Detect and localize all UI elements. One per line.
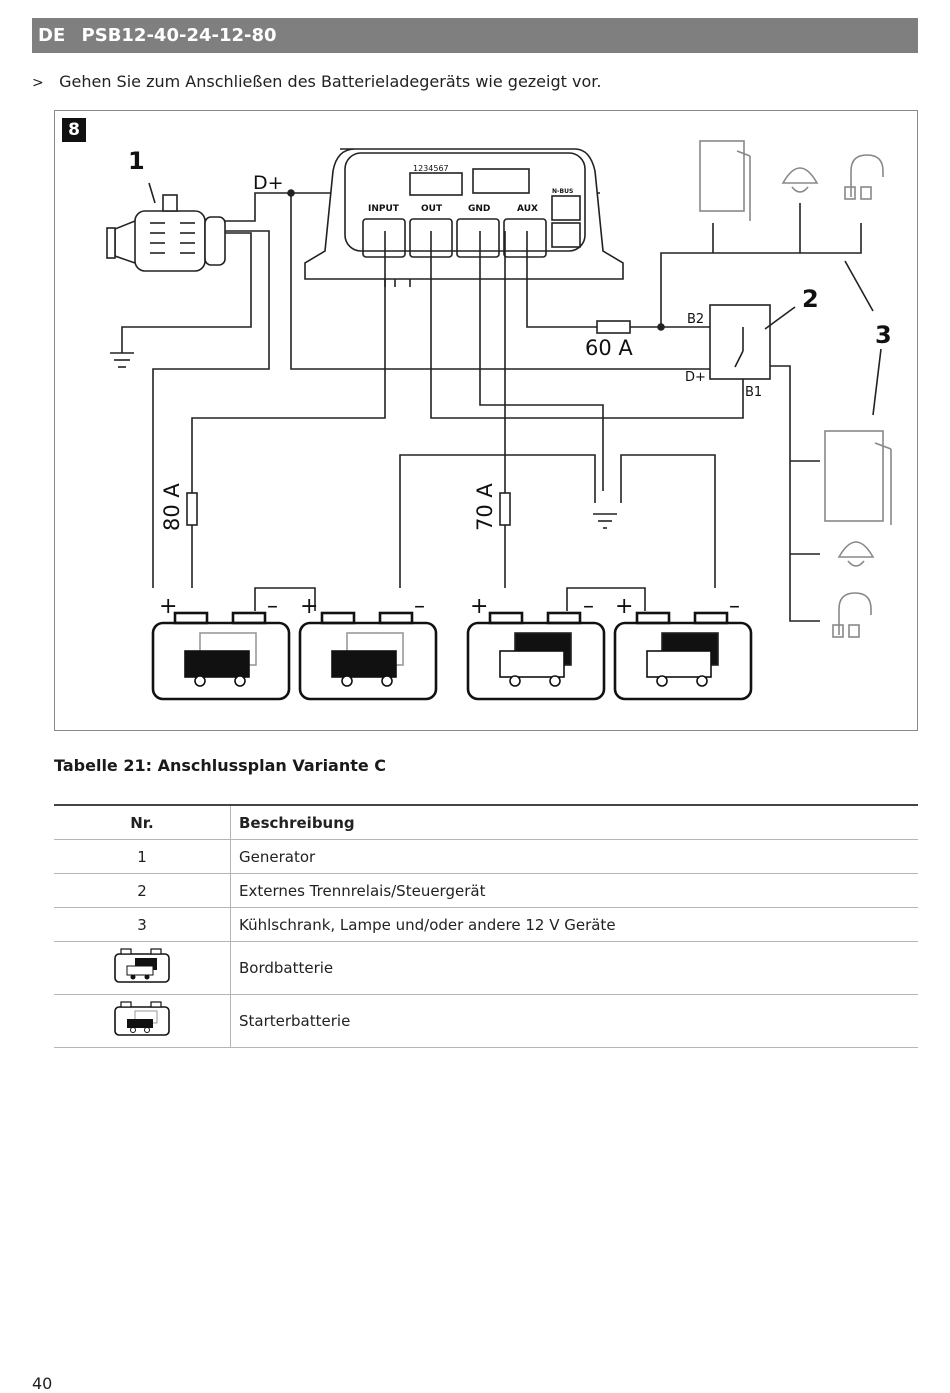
battery3-plus: + bbox=[470, 594, 488, 619]
fuse-80a-label: 80 A bbox=[160, 483, 184, 531]
battery4-minus: – bbox=[729, 594, 740, 619]
row-desc: Generator bbox=[230, 839, 918, 874]
instruction-text: Gehen Sie zum Anschließen des Batteriela… bbox=[59, 72, 602, 91]
table-row: 2 Externes Trennrelais/Steuergerät bbox=[54, 873, 918, 908]
callout-3: 3 bbox=[875, 321, 892, 349]
table-row: 3 Kühlschrank, Lampe und/oder andere 12 … bbox=[54, 907, 918, 942]
header-desc: Beschreibung bbox=[230, 804, 918, 840]
starter-battery-icon-cell bbox=[54, 994, 231, 1048]
row-nr: 3 bbox=[54, 907, 231, 942]
battery3-minus: – bbox=[583, 594, 594, 619]
battery4-plus: + bbox=[615, 594, 633, 619]
row-desc: Starterbatterie bbox=[230, 994, 918, 1048]
row-desc: Bordbatterie bbox=[230, 941, 918, 995]
connection-table: Nr. Beschreibung 1 Generator 2 Externes … bbox=[54, 804, 918, 1048]
bullet-icon: > bbox=[32, 75, 44, 91]
board-battery-icon-cell bbox=[54, 941, 231, 995]
wiring-diagram: 1 2 3 D+ D+ B2 B1 60 A 80 A 70 A INPUT O… bbox=[54, 110, 918, 731]
dip-switch-label: 1234567 bbox=[413, 164, 449, 173]
dplus-top-label: D+ bbox=[253, 172, 284, 194]
table-row: 1 Generator bbox=[54, 839, 918, 874]
port-input-label: INPUT bbox=[368, 204, 400, 214]
port-out-label: OUT bbox=[421, 204, 443, 214]
dplus-relay-label: D+ bbox=[685, 370, 706, 385]
fuse-60a-label: 60 A bbox=[585, 336, 633, 360]
figure-number: 8 bbox=[62, 118, 86, 142]
board-battery-icon bbox=[114, 948, 170, 983]
language-code: DE bbox=[38, 25, 66, 46]
shower-icon bbox=[832, 154, 884, 638]
table-row: Bordbatterie bbox=[54, 941, 918, 995]
fuse-70a-label: 70 A bbox=[473, 483, 497, 531]
ground-symbol bbox=[110, 352, 134, 368]
instruction-line: > Gehen Sie zum Anschließen des Batterie… bbox=[32, 72, 601, 91]
callout-2: 2 bbox=[802, 285, 819, 313]
table-caption: Tabelle 21: Anschlussplan Variante C bbox=[54, 756, 387, 775]
table-header-row: Nr. Beschreibung bbox=[54, 804, 918, 840]
table-row: Starterbatterie bbox=[54, 994, 918, 1048]
b1-label: B1 bbox=[745, 385, 762, 400]
port-gnd-label: GND bbox=[468, 204, 490, 214]
row-desc: Kühlschrank, Lampe und/oder andere 12 V … bbox=[230, 907, 918, 942]
row-nr: 2 bbox=[54, 873, 231, 908]
row-nr: 1 bbox=[54, 839, 231, 874]
fridge-icon bbox=[699, 140, 892, 525]
b2-label: B2 bbox=[687, 312, 704, 327]
battery2-plus: + bbox=[300, 594, 318, 619]
page-number: 40 bbox=[32, 1374, 53, 1393]
starter-battery-icon bbox=[114, 1001, 170, 1036]
relay-box bbox=[709, 304, 796, 380]
battery2-minus: – bbox=[414, 594, 425, 619]
battery1-plus: + bbox=[159, 594, 177, 619]
header-nr: Nr. bbox=[54, 804, 231, 840]
truck-icon bbox=[184, 650, 712, 687]
generator-icon bbox=[106, 182, 226, 272]
model-number: PSB12-40-24-12-80 bbox=[81, 25, 277, 46]
lamp-icon bbox=[781, 167, 875, 567]
row-desc: Externes Trennrelais/Steuergerät bbox=[230, 873, 918, 908]
port-aux-label: AUX bbox=[517, 204, 538, 214]
wiring-diagram-svg: 1 2 3 D+ D+ B2 B1 60 A 80 A 70 A INPUT O… bbox=[106, 140, 892, 701]
battery1-minus: – bbox=[267, 594, 278, 619]
charger-unit bbox=[304, 148, 624, 287]
page-header: DE PSB12-40-24-12-80 bbox=[32, 18, 918, 53]
callout-1: 1 bbox=[128, 147, 145, 175]
port-nbus-label: N-BUS bbox=[552, 188, 573, 195]
